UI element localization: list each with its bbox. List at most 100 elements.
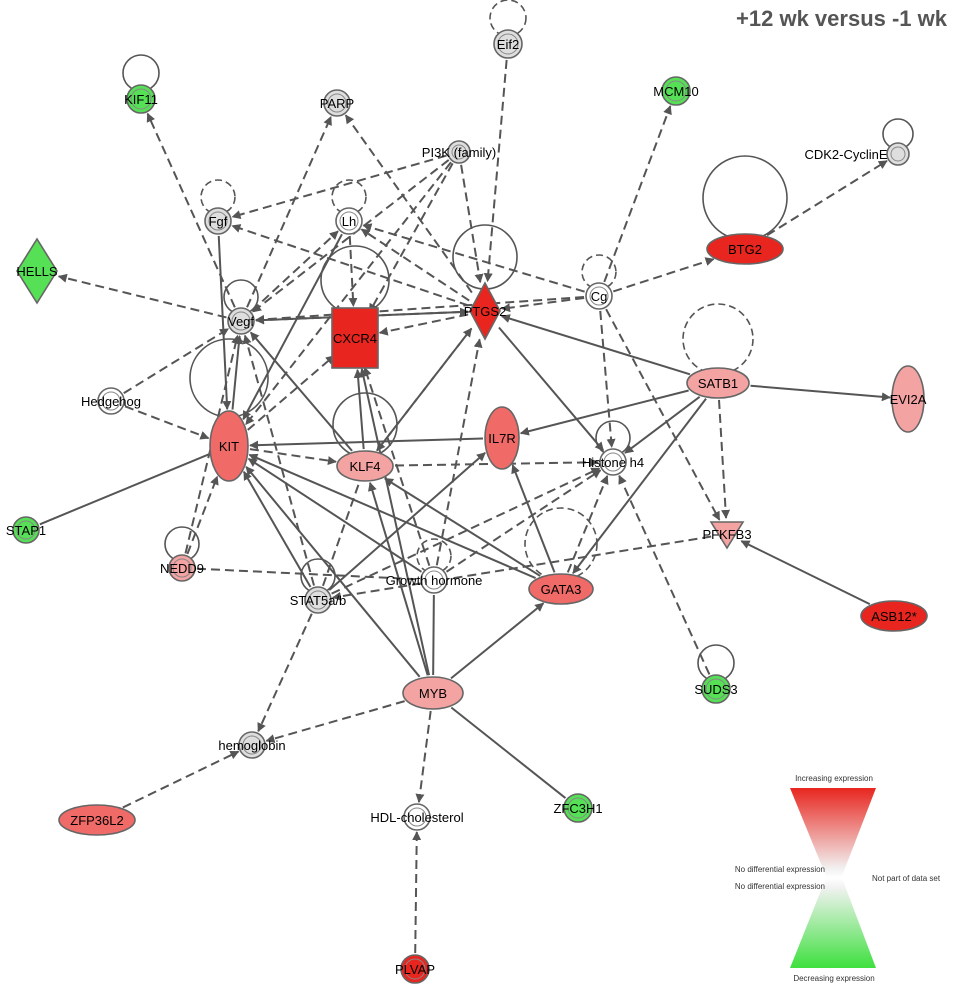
node-klf4[interactable]: KLF4 [336,450,394,482]
node-inner-ring-histone [603,452,623,472]
node-pi3k[interactable]: PI3K (family) [422,140,496,164]
edge-ptgs2-histone [498,326,605,452]
edge-nedd9-gh [196,567,420,581]
node-eif2[interactable]: Eif2 [493,29,523,59]
edge-cg-pfkfb3 [605,308,721,521]
node-label-zfc3h1: ZFC3H1 [553,801,602,816]
node-shape-cxcr4 [331,307,379,369]
node-plvap[interactable]: PLVAP [395,954,435,984]
node-kit[interactable]: KIT [209,410,249,482]
node-il7r[interactable]: IL7R [484,406,520,470]
edge-il7r-kit [249,437,484,450]
node-label-eif2: Eif2 [497,37,519,52]
node-hedgehog[interactable]: Hedgehog [81,387,141,415]
node-fgf[interactable]: Fgf [204,207,232,235]
node-pfkfb3[interactable]: PFKFB3 [702,521,752,550]
edge-gata3-kit [248,453,536,579]
node-kif11[interactable]: KIF11 [124,84,158,114]
node-label-evi2a: EVI2A [890,392,927,407]
node-label-cdk2: CDK2-CyclinE [804,147,887,162]
node-ptgs2[interactable]: PTGS2 [464,281,507,341]
node-gata3[interactable]: GATA3 [528,573,594,605]
node-vegf[interactable]: Vegf [227,307,255,335]
node-mcm10[interactable]: MCM10 [653,76,699,106]
node-label-kif11: KIF11 [124,92,158,107]
edge-kit-cxcr4 [247,355,335,431]
edge-stat5-hemoglobin [257,613,313,733]
node-inner-ring-stat5 [308,590,328,610]
node-nedd9[interactable]: NEDD9 [160,554,204,582]
node-suds3[interactable]: SUDS3 [694,674,738,704]
edge-satb1-histone [624,396,701,454]
node-label-hells: HELLS [16,264,58,279]
edge-kit-klf4 [249,448,337,466]
node-label-satb1: SATB1 [698,376,738,391]
edge-btg2-cdk2 [766,160,888,237]
edge-gh-histone [445,469,602,573]
edge-gata3-klf4 [384,477,541,577]
node-gh[interactable]: Growth hormone [386,566,483,594]
edge-satb1-evi2a [750,384,891,402]
node-inner-ring-fgf [208,211,228,231]
node-lh[interactable]: Lh [335,207,363,235]
node-inner-ring-hdl [407,807,427,827]
self-loop-satb1 [682,303,754,375]
node-histone[interactable]: Histone h4 [582,448,644,476]
node-label-vegf: Vegf [228,314,254,329]
self-loop-cxcr4 [320,245,390,315]
node-inner-ring-hemoglobin [242,735,262,755]
node-satb1[interactable]: SATB1 [686,367,750,399]
node-label-nedd9: NEDD9 [160,561,204,576]
node-evi2a[interactable]: EVI2A [890,365,927,433]
node-parp[interactable]: PARP [320,89,354,117]
node-hemoglobin[interactable]: hemoglobin [218,731,286,759]
node-label-il7r: IL7R [488,431,515,446]
node-inner-ring-cg [589,286,609,306]
edge-cg-mcm10 [603,105,672,283]
node-label-suds3: SUDS3 [694,682,737,697]
node-label-gh: Growth hormone [386,573,483,588]
edge-ptgs2-parp [344,114,473,294]
node-label-cxcr4: CXCR4 [333,331,377,346]
edge-stat5-histone [331,467,601,595]
node-myb[interactable]: MYB [402,676,464,710]
edge-ptgs2-lh [360,228,470,302]
edge-vegf-lh [251,230,339,312]
edge-klf4-cxcr4 [353,368,365,450]
legend-no-diff-2: No differential expression [735,882,825,891]
edge-gata3-histone [566,475,609,573]
edge-vegf-hells [57,273,227,319]
node-btg2[interactable]: BTG2 [706,233,784,265]
legend-gradient-hourglass [790,788,876,968]
node-label-btg2: BTG2 [728,242,762,257]
node-stap1[interactable]: STAP1 [6,516,46,544]
node-asb12[interactable]: ASB12* [860,600,928,632]
legend-increasing: Increasing expression [795,774,873,783]
node-label-stat5: STAT5a/b [290,593,347,608]
node-cg[interactable]: Cg [585,282,613,310]
node-stat5[interactable]: STAT5a/b [290,586,347,614]
edge-gh-ptgs2 [435,338,483,566]
node-zfp36l2[interactable]: ZFP36L2 [58,804,136,836]
node-cdk2[interactable]: CDK2-CyclinE [804,142,910,166]
node-label-plvap: PLVAP [395,962,435,977]
self-loop-btg2 [702,155,788,241]
node-hdl[interactable]: HDL-cholesterol [370,803,464,831]
node-shape-hells [16,237,58,305]
node-inner-ring-hedgehog [101,391,121,411]
self-loop-layer [122,0,914,682]
node-hells[interactable]: HELLS [16,237,58,305]
node-cxcr4[interactable]: CXCR4 [331,307,379,369]
node-shape-klf4 [336,450,394,482]
edge-gh-kit [247,457,422,573]
node-zfc3h1[interactable]: ZFC3H1 [553,793,603,823]
self-loop-klf4 [332,392,398,458]
self-loop-ptgs2 [452,224,518,290]
edge-cg-histone [599,310,616,448]
node-inner-ring-nedd9 [172,558,192,578]
edge-cg-ptgs2 [501,296,585,313]
edge-plvap-hdl [412,831,422,954]
node-label-lh: Lh [342,214,356,229]
edge-satb1-pfkfb3 [718,399,731,519]
